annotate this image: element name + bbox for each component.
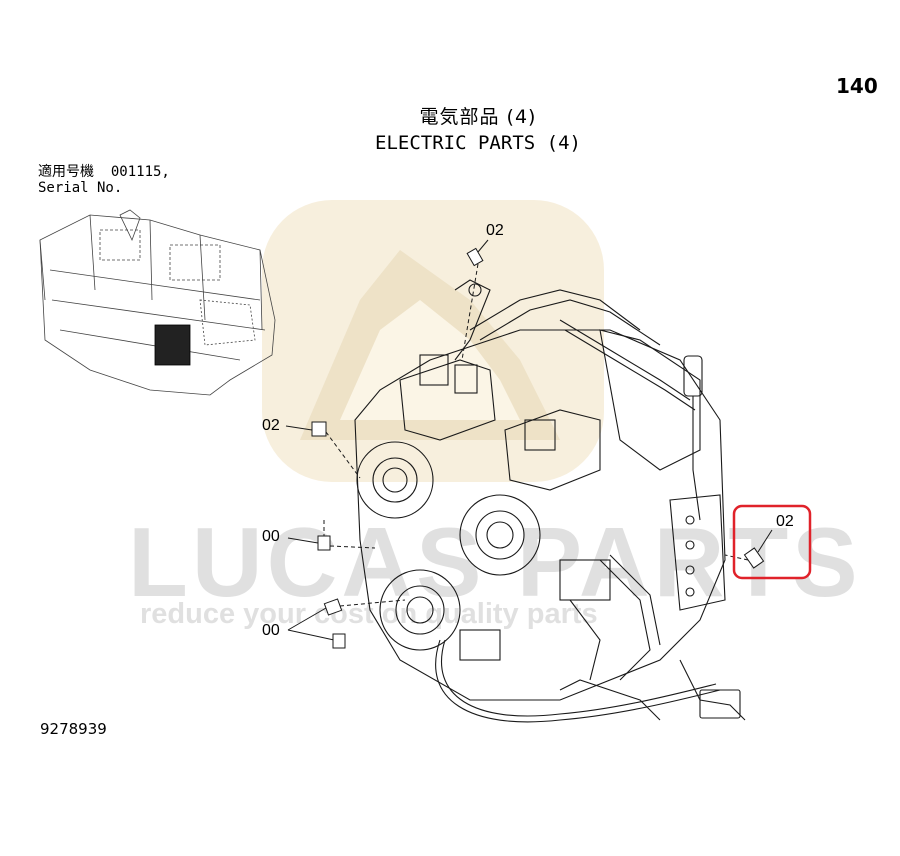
watermark-brand: LUCAS PARTS bbox=[128, 507, 862, 617]
callout-leaders bbox=[285, 239, 773, 649]
callout-top: 02 bbox=[486, 222, 504, 239]
title-english: ELECTRIC PARTS (4) bbox=[375, 132, 581, 154]
serial-label-jp: 適用号機 bbox=[38, 164, 94, 180]
document-number: 9278939 bbox=[40, 720, 107, 738]
title-japanese: 電気部品 (4) bbox=[419, 106, 537, 128]
highlight-box bbox=[732, 504, 812, 580]
serial-block: 適用号機 001115, Serial No. bbox=[38, 164, 170, 196]
pump-assembly bbox=[354, 279, 746, 723]
serial-label-en: Serial No. bbox=[38, 180, 123, 196]
callout-left-upper: 02 bbox=[262, 417, 280, 434]
machine-overview-sketch bbox=[39, 209, 276, 396]
page-number: 140 bbox=[836, 74, 878, 98]
callout-left-middle: 00 bbox=[262, 528, 280, 545]
serial-value: 001115, bbox=[110, 164, 170, 180]
callout-right-highlighted: 02 bbox=[776, 513, 794, 530]
callout-left-lower: 00 bbox=[262, 622, 280, 639]
